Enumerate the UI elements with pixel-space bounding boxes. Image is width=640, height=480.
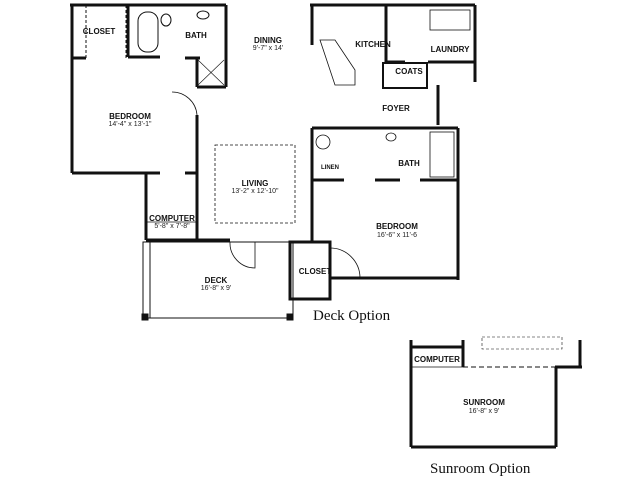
room-dims-bedroom-2: 16'-6" x 11'-6	[376, 232, 418, 239]
room-label-closet: CLOSET	[82, 27, 116, 36]
room-label-computer: COMPUTER	[149, 214, 195, 223]
room-label-coats: COATS	[395, 67, 423, 76]
room-dims-bedroom: 14'-4" x 13'-1"	[108, 121, 152, 128]
room-dims-dining: 9'-7" x 14'	[252, 45, 284, 52]
room-label-bedroom-2: BEDROOM	[376, 222, 418, 231]
room-label-linen: LINEN	[321, 165, 339, 171]
room-label-living: LIVING	[241, 179, 269, 188]
room-label-deck: DECK	[204, 276, 228, 285]
sunroom-option-caption: Sunroom Option	[430, 461, 531, 477]
room-label-bath: BATH	[185, 31, 207, 40]
sunroom-computer-label: COMPUTER	[414, 355, 460, 364]
room-label-closet-2: CLOSET	[298, 267, 332, 276]
room-label-sunroom: SUNROOM	[463, 398, 505, 407]
deck-option-caption: Deck Option	[313, 308, 391, 324]
room-dims-deck: 16'-8" x 9'	[200, 285, 232, 292]
room-label-bath-2: BATH	[398, 159, 420, 168]
room-label-kitchen: KITCHEN	[355, 40, 391, 49]
room-label-dining: DINING	[254, 36, 282, 45]
room-label-laundry: LAUNDRY	[430, 45, 470, 54]
room-dims-sunroom: 16'-8" x 9'	[468, 408, 500, 415]
room-dims-computer: 5'-8" x 7'-8"	[154, 223, 190, 230]
room-dims-living: 13'-2" x 12'-10"	[231, 188, 279, 195]
room-label-foyer: FOYER	[382, 104, 410, 113]
room-label-bedroom: BEDROOM	[109, 112, 151, 121]
